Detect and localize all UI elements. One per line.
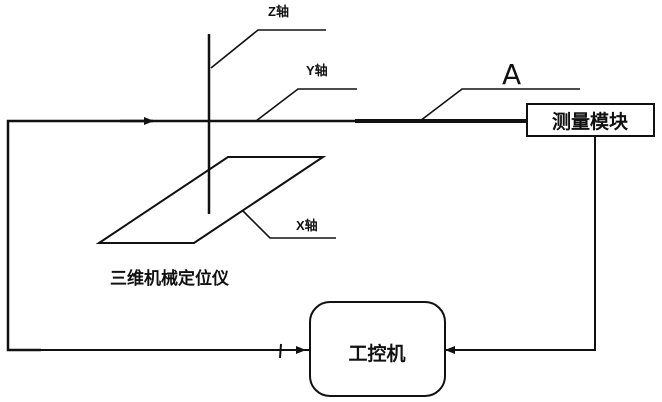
x-axis-label: X轴 xyxy=(296,218,318,233)
y-axis-label: Y轴 xyxy=(306,63,328,78)
point-a-leader xyxy=(419,88,580,122)
industrial-pc-box xyxy=(309,301,446,397)
measuring-module-box xyxy=(526,103,655,137)
positioner-label: 三维机械定位仪 xyxy=(110,268,230,289)
measuring-module-label: 测量模块 xyxy=(552,110,629,133)
industrial-pc-label: 工控机 xyxy=(348,342,405,365)
tick-mark xyxy=(279,343,282,359)
x-axis-leader xyxy=(242,210,336,239)
z-axis-leader xyxy=(210,29,326,69)
right-return-line xyxy=(450,137,596,351)
xy-plane xyxy=(95,156,327,244)
y-axis-leader xyxy=(255,88,357,122)
z-axis-label: Z轴 xyxy=(268,4,289,19)
point-a-label: A xyxy=(502,58,521,91)
